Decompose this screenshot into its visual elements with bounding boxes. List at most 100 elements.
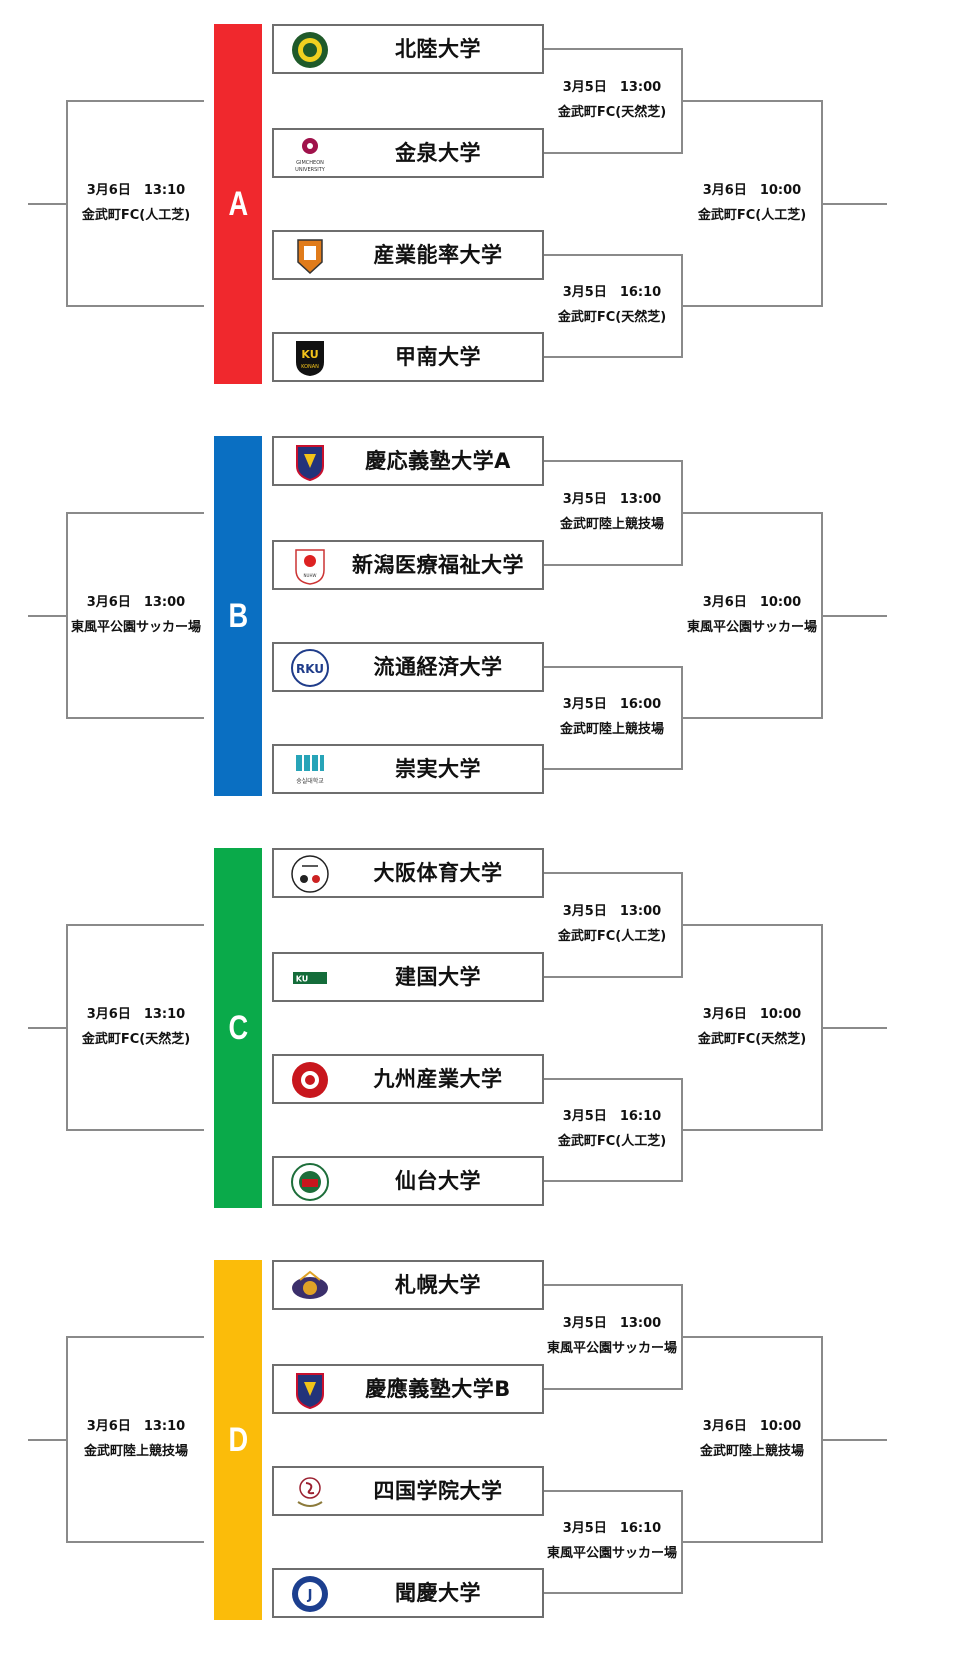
team-box[interactable]: 産業能率大学	[272, 230, 544, 280]
match-info-date: 3月6日 10:00	[702, 1006, 802, 1022]
konan-crest-icon: KU KONAN	[290, 338, 330, 378]
bracket-line	[544, 1490, 681, 1492]
bracket-line	[28, 1438, 68, 1441]
bracket-line	[681, 717, 821, 719]
match-info-venue: 金武町FC(人工芝)	[697, 207, 807, 223]
bracket-line	[544, 1078, 681, 1080]
team-box[interactable]: 四国学院大学	[272, 1466, 544, 1516]
bracket-line	[544, 48, 681, 50]
match-info-venue: 東風平公園サッカー場	[686, 619, 817, 635]
svg-text:KONAN: KONAN	[301, 364, 319, 370]
bracket-line	[821, 1438, 887, 1441]
shikoku-gakuin-crest-icon	[290, 1472, 330, 1512]
match-info-date: 3月5日 13:00	[562, 492, 662, 507]
team-box[interactable]: RKU 流通経済大学	[272, 642, 544, 692]
team-box[interactable]: NUHW 新潟医療福祉大学	[272, 540, 544, 590]
bracket-line	[681, 924, 821, 926]
bracket-line	[66, 100, 204, 102]
match-info-venue: 金武町FC(天然芝)	[557, 310, 667, 325]
team-name: 慶應義塾大学B	[365, 1377, 511, 1401]
match-info-venue: 東風平公園サッカー場	[546, 1341, 677, 1356]
team-box[interactable]: KU KONAN 甲南大学	[272, 332, 544, 382]
match-info-venue: 金武町FC(天然芝)	[557, 105, 667, 120]
bracket-line	[28, 202, 68, 205]
svg-text:NUHW: NUHW	[304, 573, 317, 578]
svg-text:J: J	[307, 1588, 313, 1603]
bracket-line	[681, 305, 821, 307]
match-info-date: 3月6日 13:10	[86, 182, 186, 198]
team-box[interactable]: 慶応義塾大学A	[272, 436, 544, 486]
match-info-venue: 金武町FC(天然芝)	[81, 1031, 191, 1047]
group-letter: D	[228, 1420, 248, 1459]
match-info-date: 3月6日 13:00	[86, 594, 186, 610]
svg-text:RKU: RKU	[296, 662, 324, 676]
bracket-line	[544, 768, 681, 770]
match-info-date: 3月6日 10:00	[702, 182, 802, 198]
match-info-date: 3月5日 13:00	[562, 1316, 662, 1331]
match-info-date: 3月5日 13:00	[562, 904, 662, 919]
svg-text:KU: KU	[301, 348, 318, 361]
bracket-line	[821, 614, 887, 617]
team-name: 札幌大学	[395, 1273, 481, 1297]
match-info-venue: 金武町FC(人工芝)	[81, 207, 191, 223]
bracket-line	[821, 202, 887, 205]
match-info-venue: 金武町陸上競技場	[699, 1443, 804, 1459]
team-name: 金泉大学	[395, 141, 481, 165]
match-info: 3月6日 10:00 金武町FC(天然芝)	[677, 1002, 827, 1052]
bracket-line	[28, 1026, 68, 1029]
bracket-line	[544, 666, 681, 668]
team-box[interactable]: 北陸大学	[272, 24, 544, 74]
team-name: 甲南大学	[395, 345, 481, 369]
match-info-venue: 金武町陸上競技場	[83, 1443, 188, 1459]
team-name: 流通経済大学	[373, 655, 503, 679]
mungyeong-crest-icon: J	[290, 1574, 330, 1614]
team-box[interactable]: 九州産業大学	[272, 1054, 544, 1104]
group-label-d: D	[214, 1260, 262, 1620]
group-letter: C	[228, 1008, 248, 1047]
match-info-venue: 東風平公園サッカー場	[70, 619, 201, 635]
sapporo-crest-icon	[290, 1266, 330, 1306]
team-name: 新潟医療福祉大学	[352, 553, 524, 577]
team-name: 大阪体育大学	[373, 861, 503, 885]
match-info: 3月5日 13:00 東風平公園サッカー場	[537, 1311, 687, 1361]
bracket-line	[66, 1129, 204, 1131]
svg-text:숭실대학교: 숭실대학교	[296, 777, 324, 785]
group-letter: B	[228, 596, 248, 635]
match-info: 3月6日 10:00 金武町FC(人工芝)	[677, 178, 827, 228]
match-info-venue: 金武町FC(天然芝)	[697, 1031, 807, 1047]
match-info: 3月6日 13:00 東風平公園サッカー場	[61, 590, 211, 640]
team-box[interactable]: 慶應義塾大学B	[272, 1364, 544, 1414]
match-info-date: 3月6日 13:10	[86, 1418, 186, 1434]
bracket-line	[544, 1180, 681, 1182]
team-box[interactable]: 札幌大学	[272, 1260, 544, 1310]
team-box[interactable]: 仙台大学	[272, 1156, 544, 1206]
team-name: 慶応義塾大学A	[365, 449, 511, 473]
team-box[interactable]: 大阪体育大学	[272, 848, 544, 898]
bracket-line	[66, 1336, 204, 1338]
team-name: 仙台大学	[395, 1169, 481, 1193]
bracket-line	[681, 1541, 821, 1543]
kyushu-sangyo-crest-icon	[290, 1060, 330, 1100]
svg-text:KU: KU	[296, 975, 309, 984]
team-name: 産業能率大学	[373, 243, 503, 267]
bracket-line	[28, 614, 68, 617]
bracket-line	[544, 460, 681, 462]
bracket-line	[681, 100, 821, 102]
sanno-crest-icon	[290, 236, 330, 276]
bracket-line	[544, 1388, 681, 1390]
